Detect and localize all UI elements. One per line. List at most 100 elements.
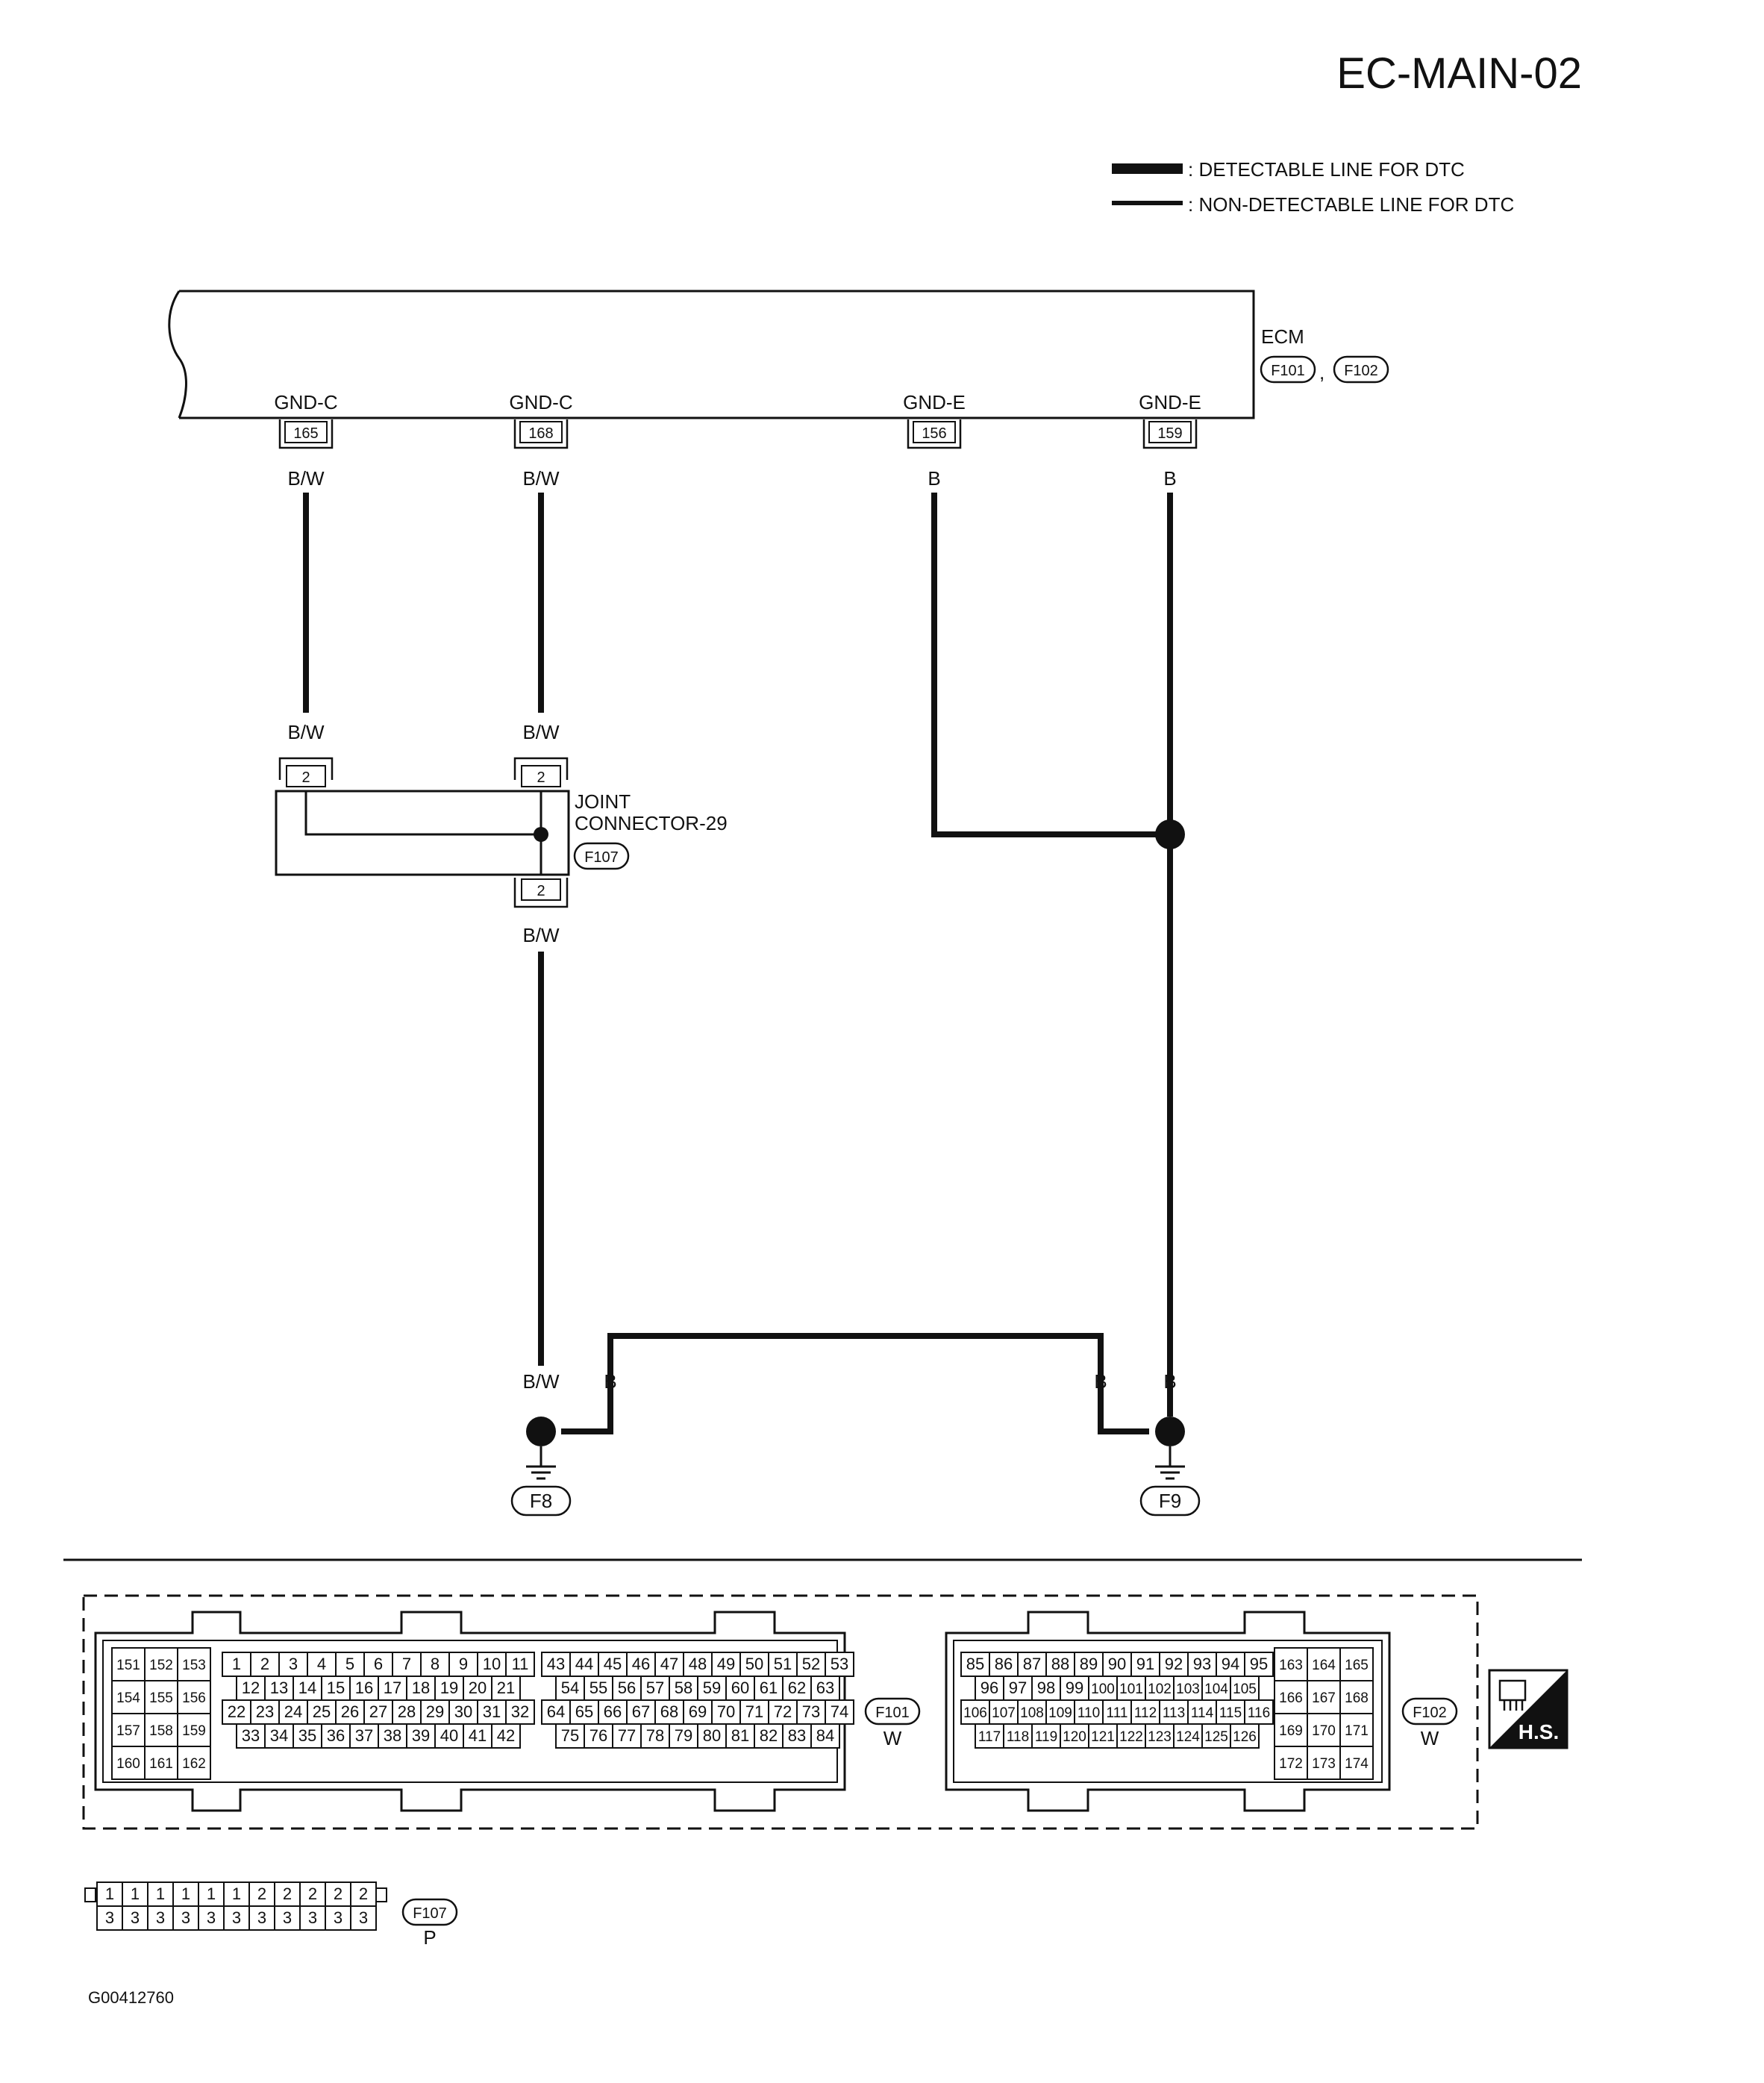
svg-text:2: 2 xyxy=(283,1884,292,1903)
svg-text:19: 19 xyxy=(440,1678,458,1697)
f102-pin-86: 86 xyxy=(989,1652,1019,1677)
svg-text:91: 91 xyxy=(1136,1655,1154,1673)
svg-text:2: 2 xyxy=(334,1884,343,1903)
f102-pin-119: 119 xyxy=(1031,1723,1061,1749)
svg-text:31: 31 xyxy=(483,1702,501,1721)
f107-pin-3: 3 xyxy=(223,1905,250,1931)
svg-text:117: 117 xyxy=(978,1729,1001,1745)
f102-pin-123: 123 xyxy=(1145,1723,1175,1749)
svg-text:20: 20 xyxy=(469,1678,487,1697)
svg-text:112: 112 xyxy=(1134,1705,1157,1721)
joint-label-line2: CONNECTOR-29 xyxy=(575,812,728,834)
f102-pin-165: 165 xyxy=(1339,1647,1374,1681)
svg-text:74: 74 xyxy=(831,1702,848,1721)
svg-text:25: 25 xyxy=(313,1702,331,1721)
svg-text:95: 95 xyxy=(1250,1655,1268,1673)
svg-text:101: 101 xyxy=(1119,1681,1143,1697)
svg-text:76: 76 xyxy=(589,1726,607,1745)
f101-pin-51: 51 xyxy=(768,1652,798,1677)
f101-pin-30: 30 xyxy=(448,1699,478,1725)
f101-pin-78: 78 xyxy=(640,1723,670,1749)
figure-code: G00412760 xyxy=(88,1988,174,2007)
f101-pin-31: 31 xyxy=(477,1699,507,1725)
f102-pin-95: 95 xyxy=(1244,1652,1274,1677)
f101-pin-21: 21 xyxy=(491,1676,521,1701)
svg-text:154: 154 xyxy=(116,1690,140,1706)
f101-pin-48: 48 xyxy=(683,1652,713,1677)
svg-text:80: 80 xyxy=(703,1726,721,1745)
f102-pin-163: 163 xyxy=(1274,1647,1308,1681)
svg-text:30: 30 xyxy=(454,1702,472,1721)
svg-text:79: 79 xyxy=(675,1726,692,1745)
f102-pin-173: 173 xyxy=(1307,1746,1341,1780)
f101-pin-151: 151 xyxy=(111,1647,146,1681)
svg-text:169: 169 xyxy=(1279,1723,1303,1739)
svg-text:50: 50 xyxy=(745,1655,763,1673)
svg-text:166: 166 xyxy=(1279,1690,1303,1706)
f101-pin-14: 14 xyxy=(293,1676,322,1701)
ecm-terminal-165: GND-C 165 B/W xyxy=(274,391,337,490)
svg-text:B: B xyxy=(1163,1370,1176,1393)
svg-text:21: 21 xyxy=(497,1678,515,1697)
svg-text:116: 116 xyxy=(1248,1705,1270,1721)
f101-pin-2: 2 xyxy=(250,1652,280,1677)
f102-pin-106: 106 xyxy=(960,1699,990,1725)
f101-pin-42: 42 xyxy=(491,1723,521,1749)
f101-pin-32: 32 xyxy=(505,1699,535,1725)
svg-text:GND-C: GND-C xyxy=(274,391,337,413)
svg-text:16: 16 xyxy=(355,1678,373,1697)
f101-pin-49: 49 xyxy=(711,1652,741,1677)
f101-pin-72: 72 xyxy=(768,1699,798,1725)
svg-text:87: 87 xyxy=(1023,1655,1041,1673)
f102-pin-91: 91 xyxy=(1130,1652,1160,1677)
svg-text:F101: F101 xyxy=(875,1705,910,1721)
f102-pin-92: 92 xyxy=(1159,1652,1189,1677)
f102-pin-169: 169 xyxy=(1274,1713,1308,1747)
ground-f9: B B F9 xyxy=(1094,1370,1201,1517)
f107-pin-3: 3 xyxy=(248,1905,275,1931)
svg-text:44: 44 xyxy=(575,1655,593,1673)
ecm-box: ECM F101 , F102 xyxy=(168,290,1389,419)
svg-text:36: 36 xyxy=(327,1726,345,1745)
f107-pin-3: 3 xyxy=(198,1905,225,1931)
f101-pin-19: 19 xyxy=(434,1676,464,1701)
f107-pin-1: 1 xyxy=(198,1881,225,1907)
svg-text:75: 75 xyxy=(561,1726,579,1745)
f101-pin-76: 76 xyxy=(584,1723,613,1749)
f102-pin-117: 117 xyxy=(975,1723,1004,1749)
f102-pin-174: 174 xyxy=(1339,1746,1374,1780)
svg-text:111: 111 xyxy=(1107,1705,1128,1721)
svg-text:P: P xyxy=(423,1926,436,1949)
f101-pin-81: 81 xyxy=(725,1723,755,1749)
f101-pin-20: 20 xyxy=(463,1676,492,1701)
f101-pin-68: 68 xyxy=(654,1699,684,1725)
legend-detectable-text: : DETECTABLE LINE FOR DTC xyxy=(1188,158,1465,181)
f101-pin-158: 158 xyxy=(144,1713,178,1747)
wire-156-to-splice xyxy=(931,493,1170,837)
svg-text:163: 163 xyxy=(1279,1658,1303,1673)
f107-pin-3: 3 xyxy=(96,1905,123,1931)
svg-text:49: 49 xyxy=(717,1655,735,1673)
f102-pin-167: 167 xyxy=(1307,1680,1341,1714)
svg-text:2: 2 xyxy=(308,1884,317,1903)
svg-text:3: 3 xyxy=(105,1908,114,1927)
svg-text:3: 3 xyxy=(156,1908,165,1927)
svg-text:115: 115 xyxy=(1219,1705,1242,1721)
svg-text:F107: F107 xyxy=(413,1905,447,1922)
f102-pin-124: 124 xyxy=(1173,1723,1203,1749)
svg-text:12: 12 xyxy=(242,1678,260,1697)
svg-text:8: 8 xyxy=(431,1655,440,1673)
f102-pin-126: 126 xyxy=(1230,1723,1260,1749)
f101-pin-77: 77 xyxy=(612,1723,642,1749)
joint-label-line1: JOINT xyxy=(575,790,631,813)
wires xyxy=(303,493,1173,1434)
f107-pin-1: 1 xyxy=(172,1881,199,1907)
svg-text:7: 7 xyxy=(402,1655,411,1673)
svg-text:155: 155 xyxy=(149,1690,173,1706)
f102-pin-110: 110 xyxy=(1074,1699,1104,1725)
svg-text:159: 159 xyxy=(182,1723,206,1739)
f102-pin-98: 98 xyxy=(1031,1676,1061,1701)
f102-pin-97: 97 xyxy=(1003,1676,1033,1701)
svg-text:118: 118 xyxy=(1007,1729,1029,1745)
